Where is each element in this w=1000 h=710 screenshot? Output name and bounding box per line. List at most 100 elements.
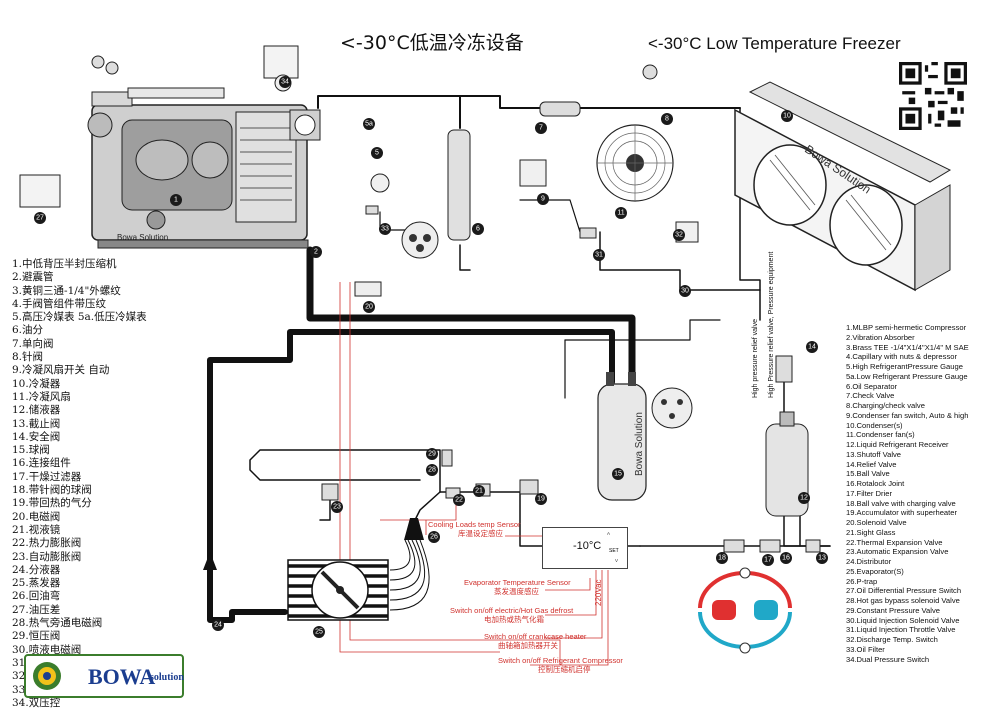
legend-item: 24.分液器 [12,563,61,576]
title-english: <-30°C Low Temperature Freezer [648,34,901,53]
legend-item: 19.带回热的气分 [12,497,92,510]
legend-item: 16.连接组件 [12,457,71,470]
svg-text:15: 15 [614,471,622,478]
legend-item: 20.Solenoid Valve [846,518,907,527]
badge-17: 17 [762,554,774,566]
badge-22: 22 [453,494,465,506]
legend-item: 15.Ball Valve [846,469,890,479]
badge-21: 21 [473,485,485,497]
badge-24: 24 [212,619,224,631]
part-badges: 1 2 5 5a 6 7 8 9 10 11 12 13 14 15 16 17… [34,76,828,638]
badge-27: 27 [34,212,46,224]
svg-text:19: 19 [537,496,545,503]
legend-item: 14.安全阀 [12,430,61,443]
legend-item: 18.Ball valve with charging valve [846,498,956,508]
svg-text:17: 17 [764,557,772,564]
badge-26: 26 [428,531,440,543]
badge-14: 14 [806,341,818,353]
legend-item: 30.喷液电磁阀 [12,643,82,656]
legend-item: 25.蒸发器 [12,577,61,590]
compressor-icon [87,87,321,249]
badge-23: 23 [331,501,343,513]
legend-item: 6.油分 [12,324,44,337]
controller-set-button[interactable]: SET [609,548,619,554]
badge-5: 5 [371,147,383,159]
control-wiring [339,282,609,666]
voltage-label: 220Vac [594,579,603,606]
temperature-controller[interactable]: -10°C A SET V [542,527,628,569]
legend-item: 16.Rotalock Joint [846,479,905,488]
legend-item: 23.自动膨胀阀 [12,550,82,563]
badge-13: 13 [816,552,828,564]
legend-item: 11.Condenser fan(s) [846,430,915,440]
svg-text:6: 6 [476,226,480,233]
badge-1: 1 [170,194,182,206]
legend-item: 1.MLBP semi-hermetic Compressor [846,323,967,332]
badge-28: 28 [426,464,438,476]
legend-item: 24.Distributor [846,557,892,566]
legend-item: 8.Charging/check valve [846,401,925,410]
badge-5a: 5a [363,118,375,130]
badge-32: 32 [673,229,685,241]
badge-20: 20 [363,301,375,313]
badge-11: 11 [615,207,627,219]
svg-text:11: 11 [617,210,624,217]
cycle-icon [698,567,792,654]
legend-item: 34.双压控 [12,696,61,709]
badge-12: 12 [798,492,810,504]
legend-item: 17.Filter Drier [846,488,892,498]
legend-item: 20.电磁阀 [12,510,61,523]
legend-item: 18.带针阀的球阀 [12,484,92,497]
legend-item: 5.高压冷媒表 5a.低压冷媒表 [12,311,147,324]
badge-19: 19 [535,493,547,505]
legend-item: 13.截止阀 [12,417,61,430]
svg-text:27: 27 [36,215,44,222]
badge-16: 16 [780,552,792,564]
svg-text:18: 18 [718,555,726,562]
badge-15: 15 [612,468,624,480]
receiver-icon [765,411,809,517]
evaporator-icon [287,518,430,621]
legend-item: 3.Brass TEE -1/4"X1/4"X1/4" M SAE [846,342,969,352]
svg-text:33: 33 [381,226,389,233]
legend-item: 2.Vibration Absorber [846,332,915,342]
legend-item: 3.黄铜三通-1/4"外螺纹 [12,284,121,297]
legend-item: 10.Condenser(s) [846,420,903,430]
svg-text:8: 8 [665,116,669,123]
svg-text:21: 21 [475,488,483,495]
legend-item: 7.Check Valve [846,391,895,401]
legend-item: 29.Constant Pressure Valve [846,605,940,615]
legend-item: 11.冷凝风扇 [12,390,71,403]
badge-34: 34 [279,76,291,88]
legend-item: 8.针阀 [12,351,44,364]
badge-8: 8 [661,113,673,125]
legend-item: 7.单向阀 [12,337,54,350]
svg-text:34: 34 [281,79,289,86]
svg-text:32: 32 [675,232,683,239]
legend-item: 4.手阀管组件带压纹 [12,297,107,310]
legend-item: 13.Shutoff Valve [846,449,902,459]
badge-29: 29 [426,448,438,460]
legend-item: 19.Accumulator with superheater [846,508,958,518]
title-chinese: <-30°C低温冷冻设备 [340,32,524,54]
oil-separator-icon [401,101,581,259]
accumulator-icon [597,372,693,501]
legend-item: 30.Liquid Injection Solenoid Valve [846,615,960,625]
svg-text:2: 2 [314,249,318,256]
controller-display: -10°C [573,540,602,552]
legend-item: 21.视液镜 [12,523,61,536]
svg-text:10: 10 [783,113,791,120]
legend-item: 17.干燥过滤器 [12,470,82,483]
svg-text:29: 29 [428,451,436,458]
svg-text:13: 13 [818,555,826,562]
badge-30: 30 [679,285,691,297]
legend-item: 12.Liquid Refrigerant Receiver [846,440,949,449]
legend-item: 5a.Low Refrigerant Pressure Gauge [846,371,968,381]
legend-item: 28.热气旁通电磁阀 [12,617,103,630]
